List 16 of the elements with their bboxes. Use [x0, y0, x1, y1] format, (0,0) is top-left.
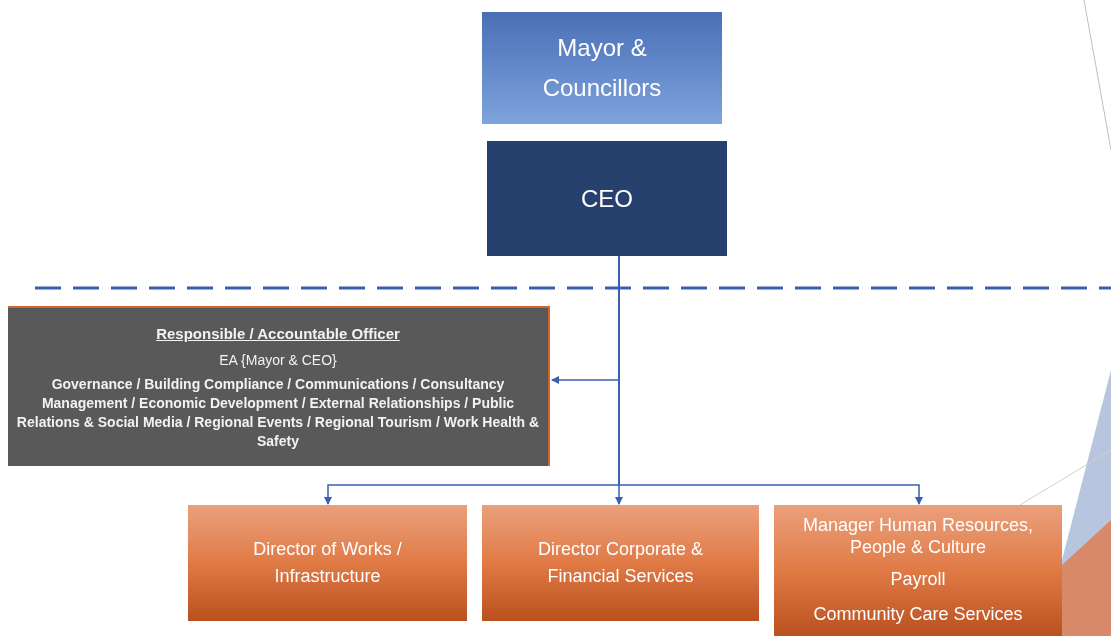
box-text: Mayor & Councillors	[541, 33, 663, 103]
box-text: Payroll	[890, 567, 946, 591]
box-text: Governance / Building Compliance / Communications / Consultancy Management / Economic Development / External Relationships / Public Relations & Social Media / Regional Events / Regional Tourism / Work Health & Safety	[15, 374, 541, 451]
box-text: Director of Works / Infrastructure	[252, 538, 403, 588]
org-box	[482, 12, 722, 124]
box-text: EA {Mayor & CEO}	[219, 350, 337, 370]
box-text: Community Care Services	[813, 602, 1023, 626]
org-box	[487, 141, 727, 256]
box-text: Responsible / Accountable Officer	[156, 324, 400, 345]
org-box	[8, 306, 550, 466]
org-box	[188, 505, 467, 621]
box-text: Manager Human Resources, People & Culture	[801, 513, 1035, 558]
box-text: CEO	[581, 183, 633, 214]
box-text: Director Corporate & Financial Services	[536, 538, 705, 588]
org-box	[774, 505, 1062, 636]
org-box	[482, 505, 759, 621]
